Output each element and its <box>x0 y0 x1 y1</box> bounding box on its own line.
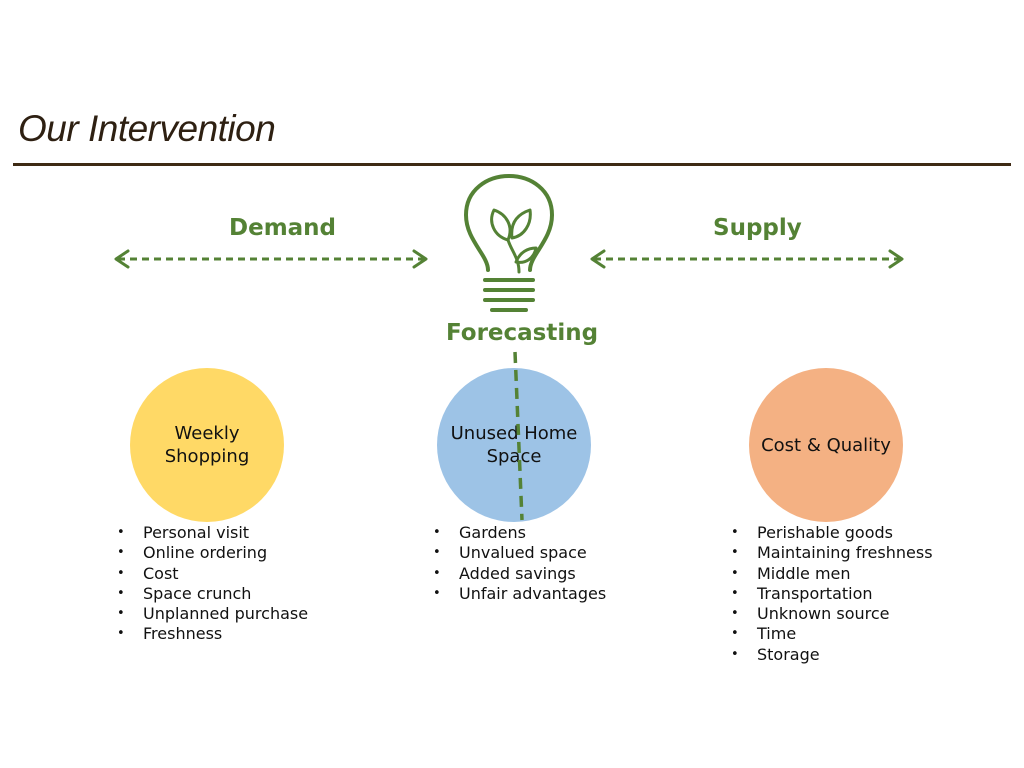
circle-label-line2: Space <box>486 446 542 467</box>
cost-quality-circle: Cost & Quality <box>749 368 903 522</box>
weekly-shopping-circle: Weekly Shopping <box>130 368 284 522</box>
list-item: Middle men <box>731 564 933 585</box>
slide-title: Our Intervention <box>18 108 276 149</box>
title-divider <box>13 163 1011 166</box>
supply-double-arrow <box>590 249 904 269</box>
list-item: Added savings <box>433 564 606 585</box>
circle-label-line1: Cost & Quality <box>761 434 891 456</box>
circle-label-line1: Unused Home <box>450 423 578 444</box>
lightbulb-plant-icon <box>464 174 554 312</box>
list-item: Cost <box>117 564 308 585</box>
circle-label-line1: Weekly <box>174 423 240 444</box>
list-item: Time <box>731 624 933 645</box>
demand-bullet-list: Personal visit Online ordering Cost Spac… <box>117 523 308 645</box>
list-item: Gardens <box>433 523 606 544</box>
list-item: Unvalued space <box>433 543 606 564</box>
list-item: Maintaining freshness <box>731 543 933 564</box>
list-item: Unknown source <box>731 604 933 625</box>
supply-bullet-list: Perishable goods Maintaining freshness M… <box>731 523 933 665</box>
list-item: Personal visit <box>117 523 308 544</box>
unused-home-space-circle: Unused Home Space <box>437 368 591 522</box>
center-bullet-list: Gardens Unvalued space Added savings Unf… <box>433 523 606 604</box>
demand-double-arrow <box>114 249 428 269</box>
list-item: Storage <box>731 645 933 666</box>
list-item: Space crunch <box>117 584 308 605</box>
forecasting-label: Forecasting <box>446 320 599 346</box>
circle-label-line2: Shopping <box>164 446 250 467</box>
list-item: Online ordering <box>117 543 308 564</box>
list-item: Unplanned purchase <box>117 604 308 625</box>
supply-label: Supply <box>713 215 802 241</box>
list-item: Perishable goods <box>731 523 933 544</box>
list-item: Transportation <box>731 584 933 605</box>
list-item: Unfair advantages <box>433 584 606 605</box>
list-item: Freshness <box>117 624 308 645</box>
demand-label: Demand <box>229 215 337 241</box>
